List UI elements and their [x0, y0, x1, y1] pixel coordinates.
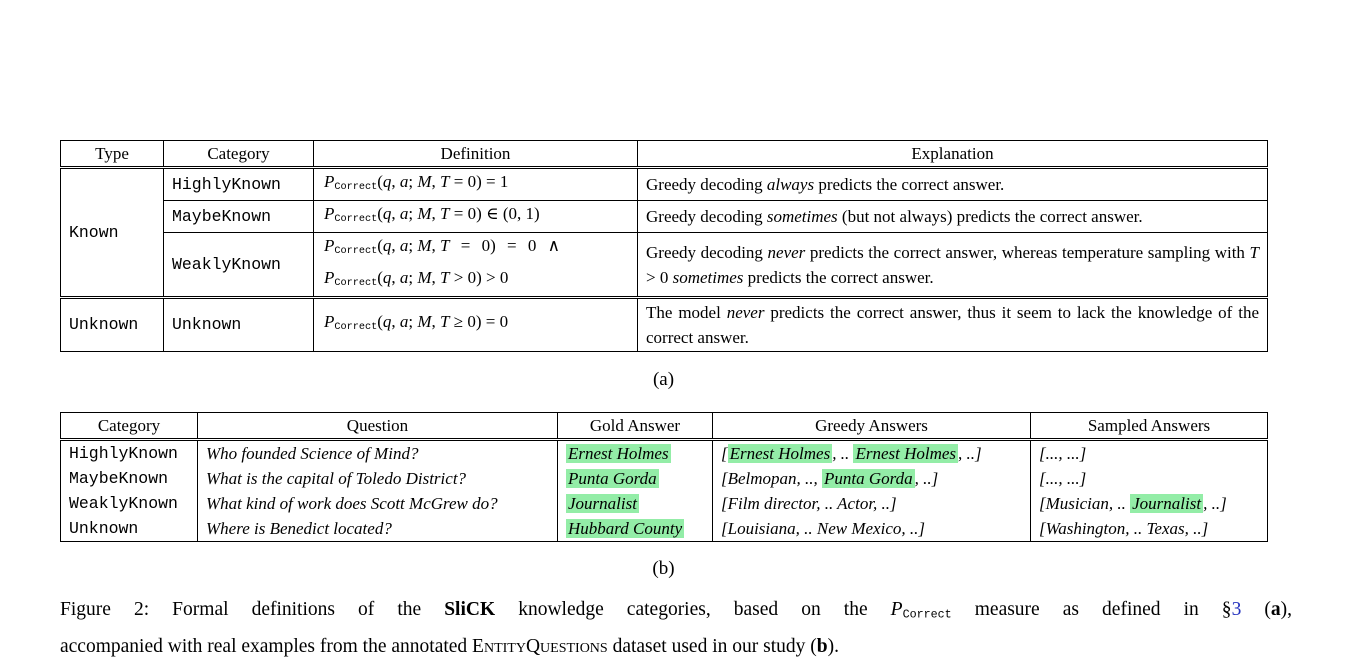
explanation-cell: Greedy decoding sometimes (but not alway…	[637, 200, 1268, 234]
table-row: Known HighlyKnown PCorrect(q, a; M, T = …	[60, 166, 1268, 298]
question-cell: Where is Benedict located?	[197, 515, 558, 542]
greedy-answers-cell: [Film director, .. Actor, ..]	[712, 490, 1031, 516]
sampled-answers-cell: [Musician, .. Journalist, ..]	[1030, 490, 1268, 516]
annotated-examples-table: Category Question Gold Answer Greedy Ans…	[60, 411, 1268, 542]
category-cell: MaybeKnown	[163, 200, 314, 234]
category-cell: Unknown	[163, 295, 314, 352]
subfigure-label-a: (a)	[652, 368, 675, 390]
definition-cell: PCorrect(q, a; M, T = 0) ∈ (0, 1)	[313, 200, 638, 234]
category-cell: Unknown	[60, 515, 198, 542]
table-row: WeaklyKnown PCorrect(q, a; M, T = 0) = 0…	[61, 232, 1268, 298]
figure-2-block: Type Category Definition Explanation Kno…	[60, 140, 1292, 662]
category-cell: MaybeKnown	[60, 465, 198, 491]
sampled-answers-cell: [..., ...]	[1030, 439, 1268, 466]
paper-page: Type Category Definition Explanation Kno…	[60, 140, 1292, 657]
table-row: MaybeKnown What is the capital of Toledo…	[60, 465, 1268, 491]
col-header-question: Question	[197, 412, 558, 441]
greedy-answers-cell: [Louisiana, .. New Mexico, ..]	[712, 515, 1031, 542]
question-cell: What is the capital of Toledo District?	[197, 465, 558, 491]
category-cell: HighlyKnown	[60, 439, 198, 466]
gold-answer-cell: Hubbard County	[557, 515, 713, 542]
col-header-definition: Definition	[313, 140, 638, 169]
definition-cell: PCorrect(q, a; M, T = 0) = 1	[313, 166, 638, 202]
subfigure-label-b: (b)	[652, 557, 675, 579]
caption-line-1: Figure 2: Formal definitions of the SliC…	[60, 598, 1292, 622]
question-cell: What kind of work does Scott McGrew do?	[197, 490, 558, 516]
gold-answer-cell: Punta Gorda	[557, 465, 713, 491]
type-cell: Unknown	[60, 295, 164, 352]
gold-answer-cell: Journalist	[557, 490, 713, 516]
table-row: Unknown Unknown PCorrect(q, a; M, T ≥ 0)…	[60, 295, 1268, 352]
table-a-header-row: Type Category Definition Explanation	[60, 140, 1268, 169]
section-3-link[interactable]: 3	[1231, 598, 1242, 620]
category-cell: HighlyKnown	[163, 166, 314, 202]
sampled-answers-cell: [..., ...]	[1030, 465, 1268, 491]
explanation-cell: Greedy decoding always predicts the corr…	[637, 166, 1268, 202]
col-header-sampled-answers: Sampled Answers	[1030, 412, 1268, 441]
table-row: HighlyKnown Who founded Science of Mind?…	[60, 439, 1268, 466]
explanation-cell: The model never predicts the correct ans…	[637, 295, 1268, 352]
greedy-answers-cell: [Ernest Holmes, .. Ernest Holmes, ..]	[712, 439, 1031, 466]
category-cell: WeaklyKnown	[60, 490, 198, 516]
definition-cell: PCorrect(q, a; M, T ≥ 0) = 0	[313, 295, 638, 352]
type-cell: Known	[60, 167, 164, 298]
explanation-cell: Greedy decoding never predicts the corre…	[637, 232, 1268, 298]
table-row: Unknown Where is Benedict located? Hubba…	[60, 515, 1268, 542]
sampled-answers-cell: [Washington, .. Texas, ..]	[1030, 515, 1268, 542]
gold-answer-cell: Ernest Holmes	[557, 439, 713, 466]
category-cell: WeaklyKnown	[163, 232, 314, 298]
table-row: WeaklyKnown What kind of work does Scott…	[60, 490, 1268, 516]
knowledge-categories-table: Type Category Definition Explanation Kno…	[60, 140, 1268, 352]
table-b-header-row: Category Question Gold Answer Greedy Ans…	[60, 412, 1268, 441]
col-header-category: Category	[60, 412, 198, 441]
greedy-answers-cell: [Belmopan, .., Punta Gorda, ..]	[712, 465, 1031, 491]
table-row: MaybeKnown PCorrect(q, a; M, T = 0) ∈ (0…	[61, 200, 1268, 234]
caption-line-2: accompanied with real examples from the …	[60, 635, 839, 657]
col-header-category: Category	[163, 140, 314, 169]
col-header-gold-answer: Gold Answer	[557, 412, 713, 441]
col-header-type: Type	[60, 140, 164, 169]
definition-line-2: PCorrect(q, a; M, T > 0) > 0	[324, 267, 509, 289]
definition-cell: PCorrect(q, a; M, T = 0) = 0 ∧ PCorrect(…	[313, 232, 638, 298]
definition-line-1: PCorrect(q, a; M, T = 0) = 0 ∧	[324, 236, 561, 258]
question-cell: Who founded Science of Mind?	[197, 439, 558, 466]
figure-caption: Figure 2: Formal definitions of the SliC…	[60, 594, 1292, 662]
col-header-greedy-answers: Greedy Answers	[712, 412, 1031, 441]
col-header-explanation: Explanation	[637, 140, 1268, 169]
